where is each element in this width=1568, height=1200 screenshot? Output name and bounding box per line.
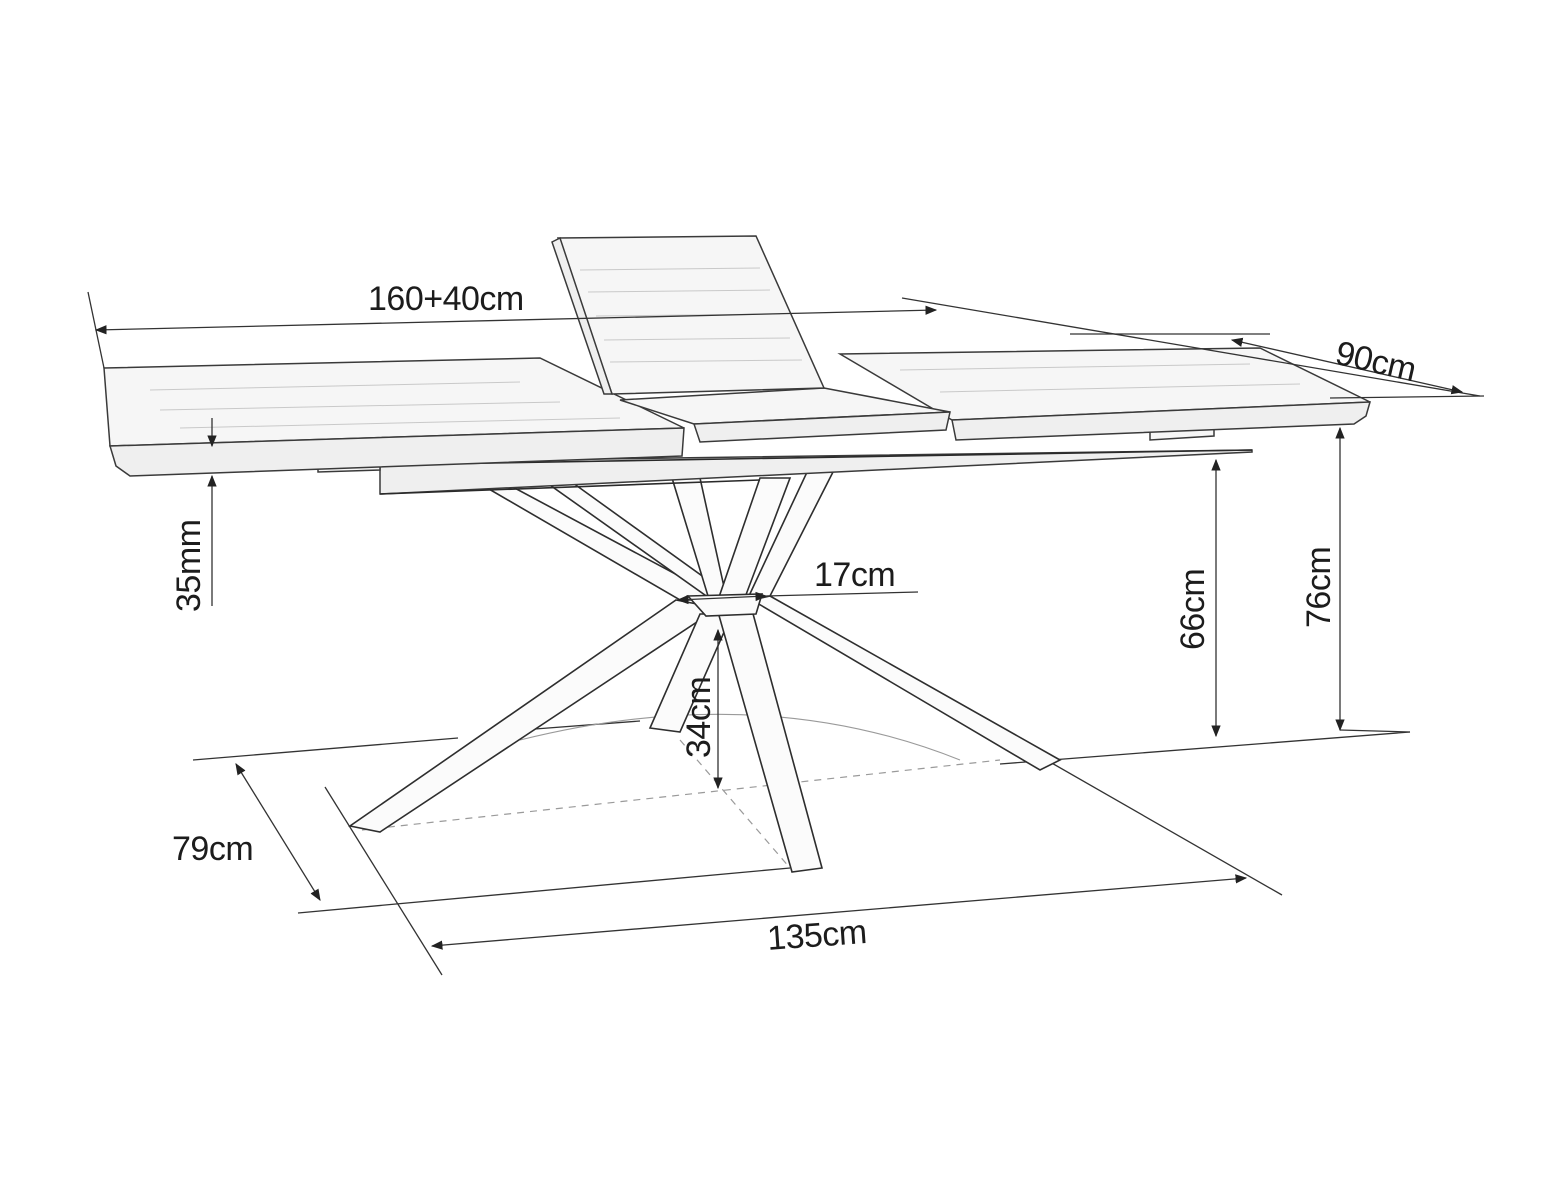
- extension-leaf-flat: [619, 387, 951, 443]
- tabletop-left: [103, 357, 685, 477]
- label-hub-height: 34cm: [680, 676, 718, 758]
- extension-leaf-raised: [551, 235, 826, 395]
- dimension-lines: [87, 291, 1485, 950]
- label-total-height: 76cm: [1300, 546, 1338, 628]
- label-hub-width: 17cm: [814, 556, 896, 594]
- label-top-thickness: 35mm: [170, 519, 208, 612]
- ground-guides: [361, 739, 1001, 869]
- star-legs: [347, 469, 1062, 873]
- label-length: 160+40cm: [368, 280, 524, 318]
- label-base-length: 135cm: [765, 913, 868, 958]
- label-under-apron-height: 66cm: [1174, 568, 1212, 650]
- label-base-depth: 79cm: [172, 830, 254, 868]
